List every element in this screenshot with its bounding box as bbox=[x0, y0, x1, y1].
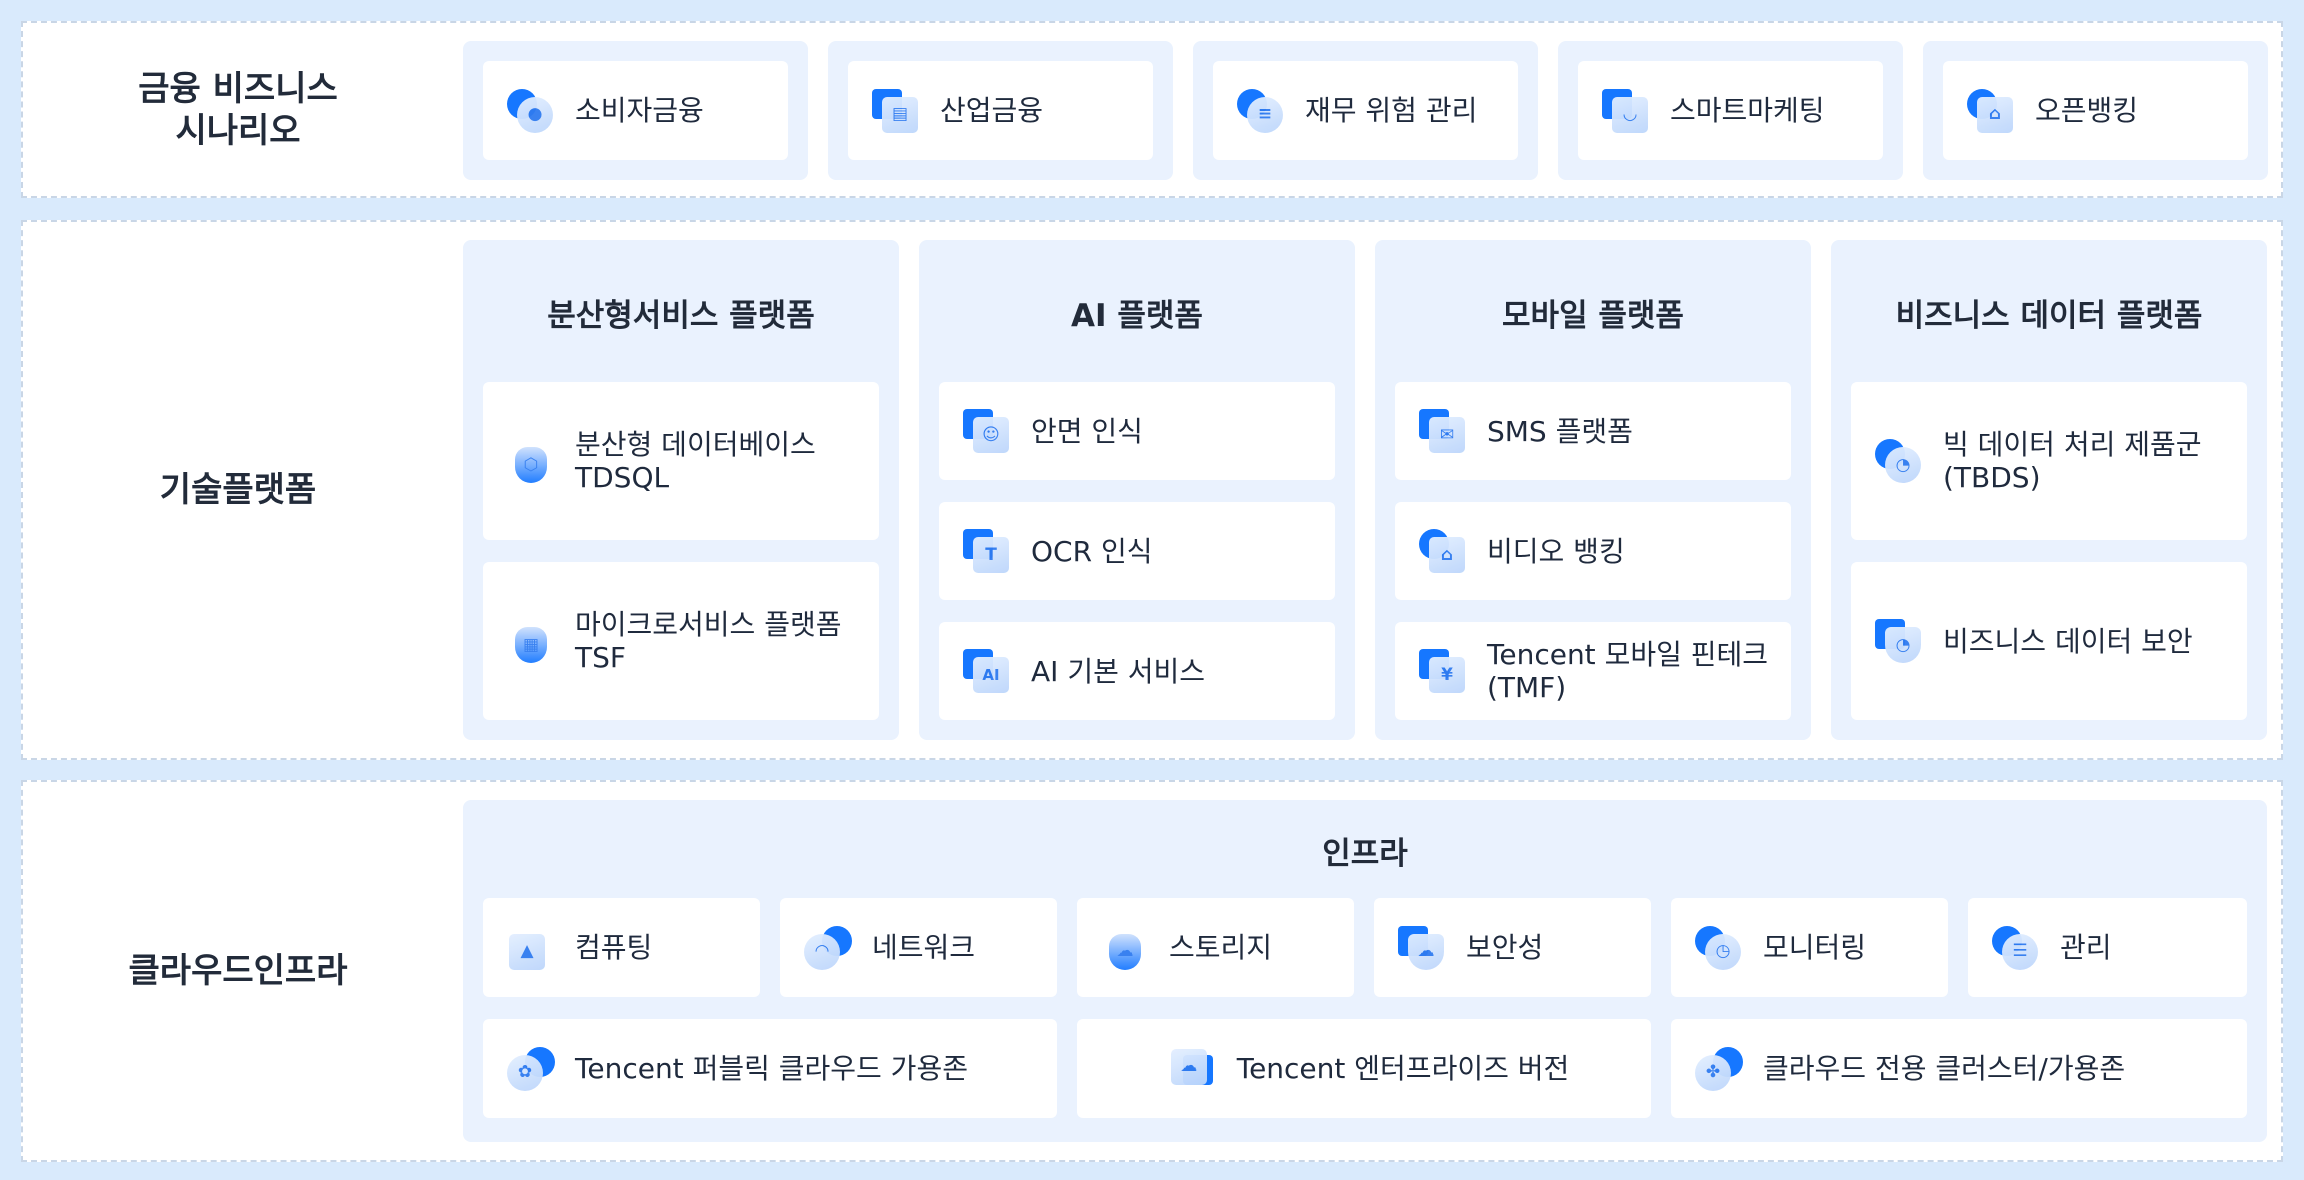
infra-card-enterprise[interactable]: ☁ Tencent 엔터프라이즈 버전 bbox=[1077, 1019, 1651, 1118]
database-grid-icon: ▦ bbox=[507, 617, 555, 665]
platform-title: 분산형서비스 플랫폼 bbox=[547, 298, 815, 334]
platform-title: AI 플랫폼 bbox=[1071, 298, 1203, 334]
infra-panel-title: 인프라 bbox=[1322, 836, 1408, 872]
gauge-icon: ◷ bbox=[1695, 924, 1743, 972]
database-icon: ⬡ bbox=[507, 437, 555, 485]
infra-item-label: Tencent 엔터프라이즈 버전 bbox=[1236, 1052, 1570, 1085]
infra-card-dedicated-cluster[interactable]: ✤ 클라우드 전용 클러스터/가용존 bbox=[1671, 1019, 2247, 1118]
scenario-panel: ● 소비자금융 bbox=[463, 41, 808, 180]
infra-item-label: 네트워크 bbox=[872, 931, 976, 964]
scenario-panel: ▤ 산업금융 bbox=[828, 41, 1173, 180]
platform-item-label: SMS 플랫폼 bbox=[1487, 414, 1633, 448]
infra-card-public-cloud[interactable]: ✿ Tencent 퍼블릭 클라우드 가용존 bbox=[483, 1019, 1057, 1118]
infra-card-management[interactable]: ☰ 관리 bbox=[1968, 898, 2247, 997]
platform-card-tdsql[interactable]: ⬡ 분산형 데이터베이스 TDSQL bbox=[483, 382, 879, 540]
enterprise-cloud-icon: ☁ bbox=[1169, 1045, 1217, 1093]
scenario-card-open-banking[interactable]: ⌂ 오픈뱅킹 bbox=[1943, 61, 2248, 160]
infra-item-label: 관리 bbox=[2060, 931, 2112, 964]
platform-title: 모바일 플랫폼 bbox=[1502, 298, 1684, 334]
platform-card-ai-basic[interactable]: AI AI 기본 서비스 bbox=[939, 622, 1335, 720]
platform-panel-distributed: 분산형서비스 플랫폼 ⬡ 분산형 데이터베이스 TDSQL ▦ 마이크로서비스 … bbox=[463, 240, 899, 740]
platform-card-sms[interactable]: ✉ SMS 플랫폼 bbox=[1395, 382, 1791, 480]
scenario-card-industrial-finance[interactable]: ▤ 산업금융 bbox=[848, 61, 1153, 160]
section-title: 클라우드인프라 bbox=[128, 951, 348, 991]
platform-item-label: Tencent 모바일 핀테크 (TMF) bbox=[1487, 638, 1769, 704]
text-scan-icon: T bbox=[963, 527, 1011, 575]
wifi-cloud-icon: ◠ bbox=[804, 924, 852, 972]
platform-card-tbds[interactable]: ◔ 빅 데이터 처리 제품군 (TBDS) bbox=[1851, 382, 2247, 540]
infra-card-computing[interactable]: ▲ 컴퓨팅 bbox=[483, 898, 760, 997]
user-icon: ● bbox=[507, 87, 555, 135]
message-icon: ✉ bbox=[1419, 407, 1467, 455]
business-scenarios-section: 금융 비즈니스 시나리오 ● 소비자금융 ▤ 산업금융 ≡ 재무 위험 관리 ◡… bbox=[21, 21, 2283, 198]
infra-card-network[interactable]: ◠ 네트워크 bbox=[780, 898, 1057, 997]
platform-card-tsf[interactable]: ▦ 마이크로서비스 플랫폼 TSF bbox=[483, 562, 879, 720]
ai-icon: AI bbox=[963, 647, 1011, 695]
platform-title: 비즈니스 데이터 플랫폼 bbox=[1895, 298, 2203, 334]
scenario-panel: ◡ 스마트마케팅 bbox=[1558, 41, 1903, 180]
platform-card-video-banking[interactable]: ⌂ 비디오 뱅킹 bbox=[1395, 502, 1791, 600]
public-cloud-icon: ✿ bbox=[507, 1045, 555, 1093]
cloud-infra-section: 클라우드인프라 인프라 ▲ 컴퓨팅 ◠ 네트워크 ☁ 스토리지 ☁ 보안성 ◷ … bbox=[21, 780, 2283, 1162]
platform-card-face-recognition[interactable]: ☺ 안면 인식 bbox=[939, 382, 1335, 480]
platform-item-label: OCR 인식 bbox=[1031, 534, 1153, 568]
infra-card-storage[interactable]: ☁ 스토리지 bbox=[1077, 898, 1354, 997]
platform-card-tmf[interactable]: ¥ Tencent 모바일 핀테크 (TMF) bbox=[1395, 622, 1791, 720]
platform-card-data-security[interactable]: ◔ 비즈니스 데이터 보안 bbox=[1851, 562, 2247, 720]
infra-panel: 인프라 ▲ 컴퓨팅 ◠ 네트워크 ☁ 스토리지 ☁ 보안성 ◷ 모니터링 ☰ 관… bbox=[463, 800, 2267, 1142]
infra-item-label: 모니터링 bbox=[1763, 931, 1867, 964]
infra-item-label: Tencent 퍼블릭 클라우드 가용존 bbox=[575, 1052, 968, 1085]
scenario-card-risk-management[interactable]: ≡ 재무 위험 관리 bbox=[1213, 61, 1518, 160]
settings-sliders-icon: ☰ bbox=[1992, 924, 2040, 972]
building-icon: ▤ bbox=[872, 87, 920, 135]
platform-item-label: 마이크로서비스 플랫폼 TSF bbox=[575, 608, 842, 674]
shopping-bag-icon: ◡ bbox=[1602, 87, 1650, 135]
pie-chart-icon: ◔ bbox=[1875, 437, 1923, 485]
scenario-panel: ⌂ 오픈뱅킹 bbox=[1923, 41, 2268, 180]
bank-icon: ⌂ bbox=[1967, 87, 2015, 135]
platform-item-label: 빅 데이터 처리 제품군 (TBDS) bbox=[1943, 428, 2202, 494]
tech-platform-section: 기술플랫폼 분산형서비스 플랫폼 ⬡ 분산형 데이터베이스 TDSQL ▦ 마이… bbox=[21, 220, 2283, 760]
coins-icon: ≡ bbox=[1237, 87, 1285, 135]
monitor-icon: ▲ bbox=[507, 924, 555, 972]
face-scan-icon: ☺ bbox=[963, 407, 1011, 455]
scenario-label: 소비자금융 bbox=[575, 94, 704, 127]
scenario-card-smart-marketing[interactable]: ◡ 스마트마케팅 bbox=[1578, 61, 1883, 160]
infra-item-label: 스토리지 bbox=[1169, 931, 1273, 964]
infra-card-security[interactable]: ☁ 보안성 bbox=[1374, 898, 1651, 997]
platform-panel-ai: AI 플랫폼 ☺ 안면 인식 T OCR 인식 AI AI 기본 서비스 bbox=[919, 240, 1355, 740]
scenario-label: 스마트마케팅 bbox=[1670, 94, 1825, 127]
yen-icon: ¥ bbox=[1419, 647, 1467, 695]
shield-chart-icon: ◔ bbox=[1875, 617, 1923, 665]
section-title: 기술플랫폼 bbox=[159, 470, 317, 510]
platform-item-label: 분산형 데이터베이스 TDSQL bbox=[575, 428, 816, 494]
platform-panel-business-data: 비즈니스 데이터 플랫폼 ◔ 빅 데이터 처리 제품군 (TBDS) ◔ 비즈니… bbox=[1831, 240, 2267, 740]
infra-card-monitoring[interactable]: ◷ 모니터링 bbox=[1671, 898, 1948, 997]
infra-item-label: 보안성 bbox=[1466, 931, 1544, 964]
shield-cloud-icon: ☁ bbox=[1398, 924, 1446, 972]
platform-item-label: 비디오 뱅킹 bbox=[1487, 534, 1625, 568]
section-title: 금융 비즈니스 시나리오 bbox=[138, 68, 338, 151]
infra-item-label: 컴퓨팅 bbox=[575, 931, 653, 964]
cluster-cloud-icon: ✤ bbox=[1695, 1045, 1743, 1093]
platform-panel-mobile: 모바일 플랫폼 ✉ SMS 플랫폼 ⌂ 비디오 뱅킹 ¥ Tencent 모바일… bbox=[1375, 240, 1811, 740]
scenario-label: 산업금융 bbox=[940, 94, 1044, 127]
platform-item-label: 비즈니스 데이터 보안 bbox=[1943, 624, 2193, 658]
scenario-label: 오픈뱅킹 bbox=[2035, 94, 2139, 127]
platform-card-ocr[interactable]: T OCR 인식 bbox=[939, 502, 1335, 600]
platform-item-label: AI 기본 서비스 bbox=[1031, 654, 1206, 688]
storage-cloud-icon: ☁ bbox=[1101, 924, 1149, 972]
scenario-panel: ≡ 재무 위험 관리 bbox=[1193, 41, 1538, 180]
platform-item-label: 안면 인식 bbox=[1031, 414, 1143, 448]
infra-item-label: 클라우드 전용 클러스터/가용존 bbox=[1763, 1052, 2126, 1085]
bank-icon: ⌂ bbox=[1419, 527, 1467, 575]
scenario-label: 재무 위험 관리 bbox=[1305, 94, 1478, 127]
scenario-card-consumer-finance[interactable]: ● 소비자금융 bbox=[483, 61, 788, 160]
